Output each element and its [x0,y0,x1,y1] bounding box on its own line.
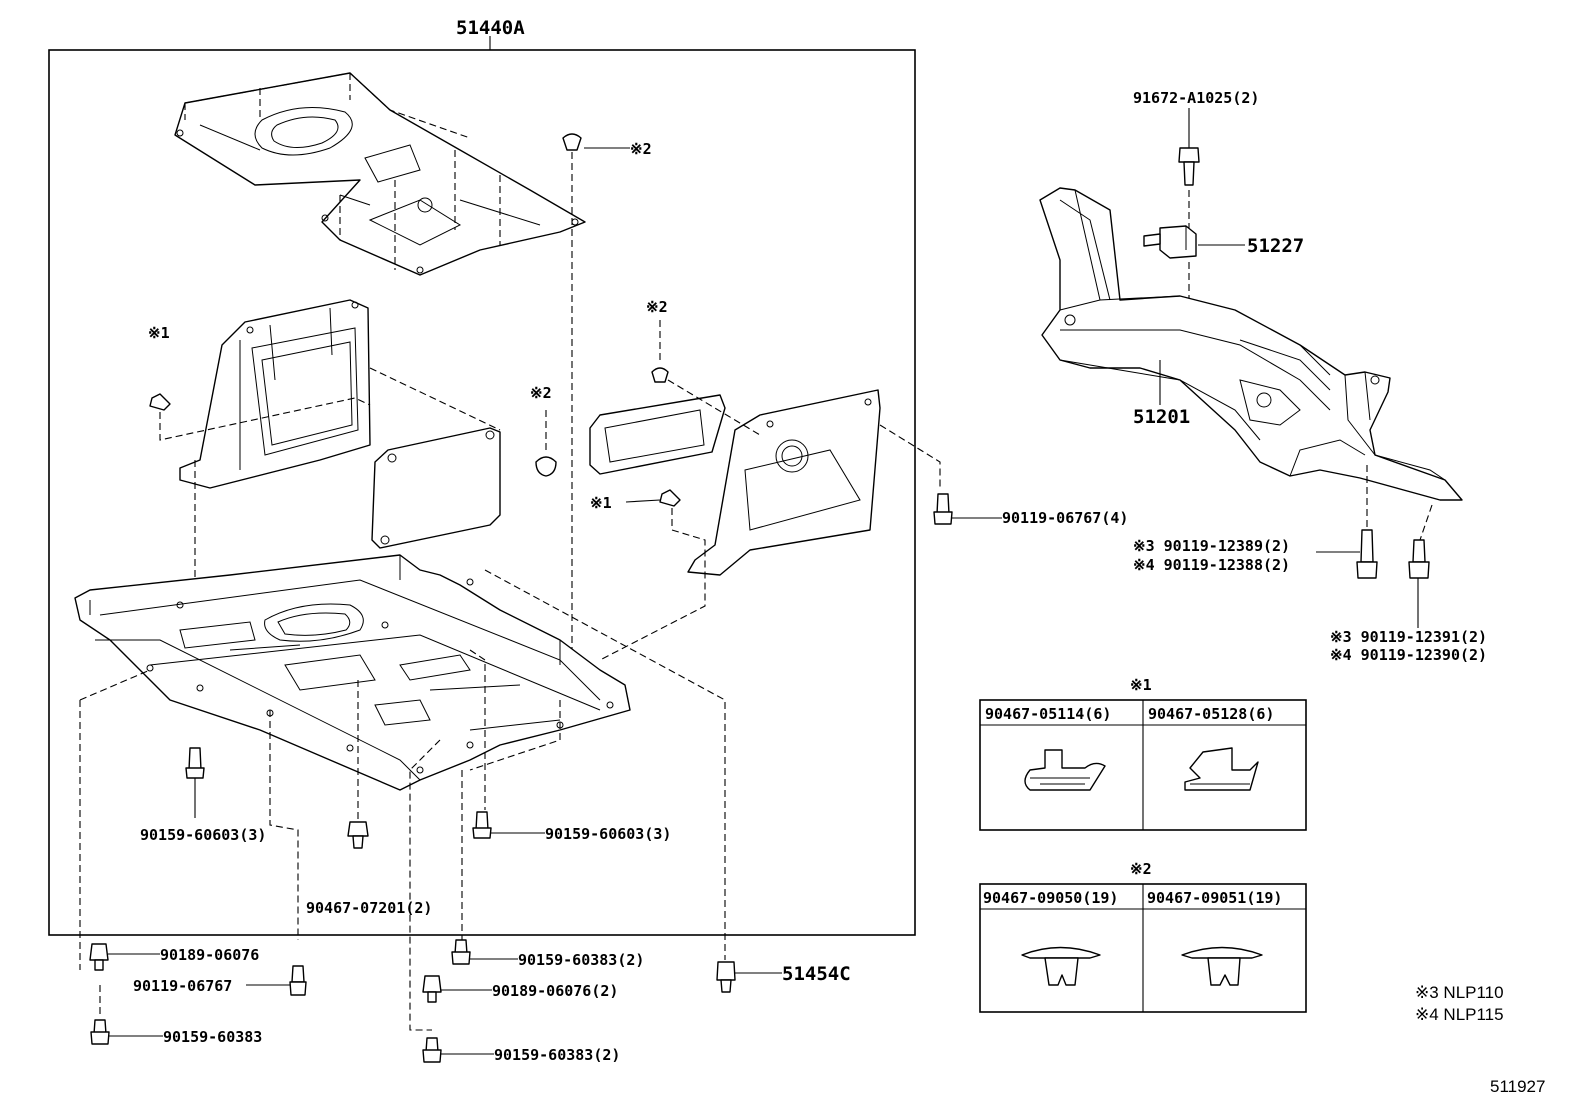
bolt-60383-2b-label: 90159-60383(2) [494,1046,620,1064]
bolt-60603-right [472,811,545,839]
clip-mark2-top [562,133,630,151]
bolt-60603-right-label: 90159-60603(3) [545,825,671,843]
mark1-left-label: ※1 [148,324,170,342]
legend1-table [979,699,1307,831]
mark2-left-label: ※2 [530,384,552,402]
part-51227-bracket [1143,225,1245,259]
bolt-60603-left-label: 90159-60603(3) [140,826,266,844]
part-51227-label: 51227 [1247,235,1304,257]
bolt-06076-label: 90189-06076 [160,946,259,964]
part-51454c-clip [716,961,782,993]
part-51201-label: 51201 [1133,406,1190,428]
mark1-mid-label: ※1 [590,494,612,512]
assembly-frame [48,49,916,936]
legend1-title: ※1 [1130,676,1152,694]
clip-07201 [347,821,369,849]
figure-code: 511927 [1490,1077,1545,1096]
bolt-60383-2a [451,939,518,965]
bolt-06767-4 [933,493,1002,525]
s4-12388-label: ※4 90119-12388(2) [1133,556,1290,574]
clip-mark2-right [651,367,669,383]
s4-12390-label: ※4 90119-12390(2) [1330,646,1487,664]
note-3: ※3 NLP110 [1415,983,1504,1002]
part-51201-crossmember [1039,187,1463,501]
note-4: ※4 NLP115 [1415,1005,1504,1024]
clip-mark1-left [149,393,171,411]
legend1-col1: 90467-05114(6) [985,705,1111,723]
legend2-title: ※2 [1130,860,1152,878]
bolt-06076 [89,943,160,971]
s3-12389-label: ※3 90119-12389(2) [1133,537,1290,555]
clip-07201-label: 90467-07201(2) [306,899,432,917]
assembly-label: 51440A [456,17,525,39]
bolt-91672-label: 91672-A1025(2) [1133,89,1259,107]
bolt-06076-2-label: 90189-06076(2) [492,982,618,1000]
legend2-col2: 90467-09051(19) [1147,889,1282,907]
bolt-60383-label: 90159-60383 [163,1028,262,1046]
clip-mark2-left [535,410,557,477]
center-panel [371,427,501,549]
bolt-12389 [1316,529,1378,579]
part-51454c-label: 51454C [782,963,851,985]
top-under-cover [174,72,586,276]
bolt-12391 [1408,539,1430,628]
bolt-91672 [1178,147,1200,186]
bolt-06767 [246,965,307,996]
bolt-06076-2 [422,975,492,1003]
legend2-col1: 90467-09050(19) [983,889,1118,907]
right-side-cover [589,389,881,576]
main-under-cover [74,554,631,791]
legend1-col2: 90467-05128(6) [1148,705,1274,723]
left-side-cover [179,299,371,489]
bolt-60383-2b [422,1037,494,1063]
mark2-right-label: ※2 [646,298,668,316]
mark2-top-label: ※2 [630,140,652,158]
legend2-table [979,883,1307,1013]
bolt-06767-4-label: 90119-06767(4) [1002,509,1128,527]
bolt-60603-left [185,747,205,818]
bolt-60383 [90,1019,163,1045]
clip-mark1-mid [625,489,681,507]
s3-12391-label: ※3 90119-12391(2) [1330,628,1487,646]
bolt-06767-label: 90119-06767 [133,977,232,995]
bolt-60383-2a-label: 90159-60383(2) [518,951,644,969]
